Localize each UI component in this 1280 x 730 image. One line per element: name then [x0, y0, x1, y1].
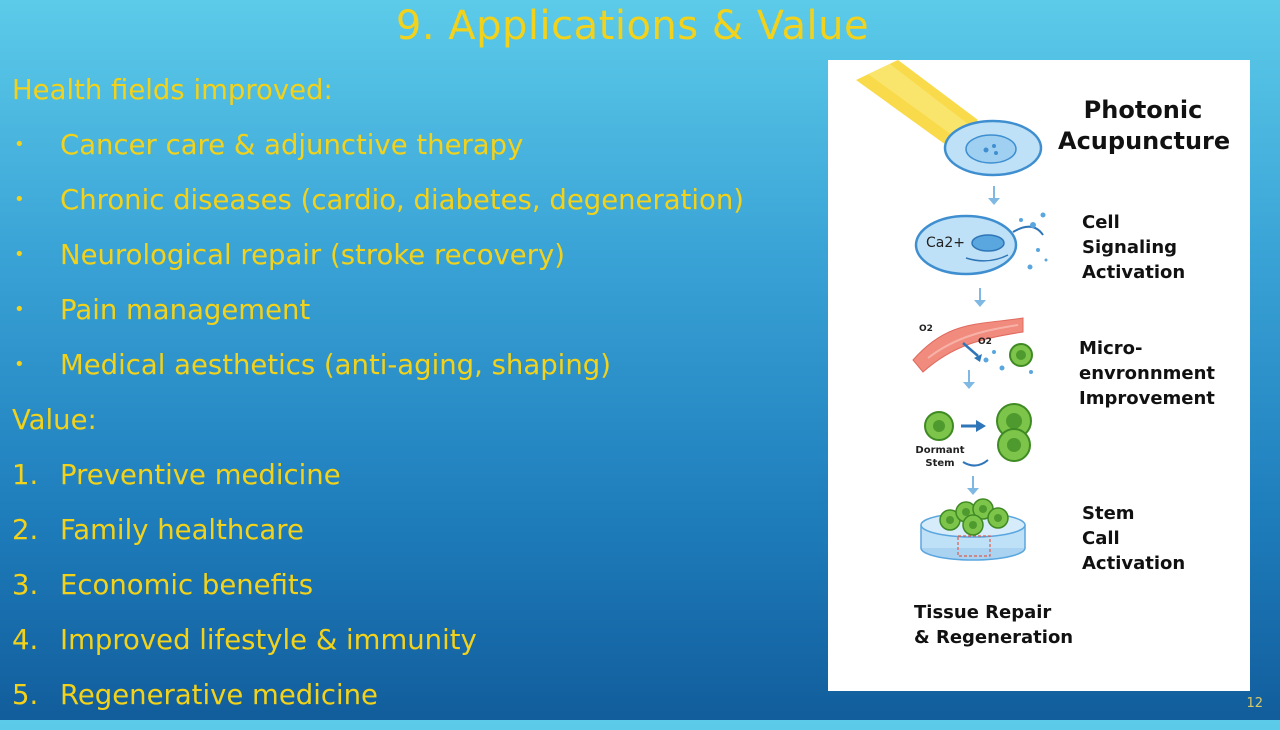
blood-vessel-icon	[912, 317, 1024, 373]
arrow-down-icon	[988, 198, 1000, 205]
value-item: 4. Improved lifestyle & immunity	[12, 620, 827, 675]
bullet-marker: •	[14, 354, 25, 375]
bullet-marker: •	[14, 189, 25, 210]
value-item: 3. Economic benefits	[12, 565, 827, 620]
bullet-marker: •	[14, 134, 25, 155]
health-item: • Medical aesthetics (anti-aging, shapin…	[12, 345, 827, 400]
arrow-down-icon	[974, 300, 986, 307]
bullet-marker: •	[14, 299, 25, 320]
health-item: • Pain management	[12, 290, 827, 345]
slide-content: Health fields improved: • Cancer care & …	[12, 70, 827, 730]
slide-title: 9. Applications & Value	[395, 3, 870, 49]
page-number: 12	[1246, 696, 1263, 711]
step-tissue-repair-label: Tissue Repair & Regeneration	[914, 602, 1074, 648]
value-item-text: Regenerative medicine	[60, 679, 378, 711]
health-item-text: Medical aesthetics (anti-aging, shaping)	[60, 349, 611, 381]
value-item: 5. Regenerative medicine	[12, 675, 827, 730]
figure-illustration	[856, 60, 1048, 561]
step-stem-cell-label: Stem Call Activation	[1082, 503, 1186, 574]
health-item: • Neurological repair (stroke recovery)	[12, 235, 827, 290]
value-item-text: Preventive medicine	[60, 459, 341, 491]
health-item-text: Pain management	[60, 294, 311, 326]
signaling-cell-icon	[914, 214, 1018, 276]
health-item-text: Chronic diseases (cardio, diabetes, dege…	[60, 184, 745, 216]
calcium-label: Ca2+	[926, 235, 965, 251]
arrow-right-icon	[976, 420, 986, 432]
value-heading: Value:	[12, 404, 97, 436]
health-item: • Chronic diseases (cardio, diabetes, de…	[12, 180, 827, 235]
dormant-stem-label: Dormant Stem	[915, 445, 965, 469]
number-marker: 5.	[12, 679, 39, 711]
number-marker: 1.	[12, 459, 39, 491]
step-cell-signaling-label: Cell Signaling Activation	[1082, 212, 1186, 283]
bullet-marker: •	[14, 244, 25, 265]
oxygen-label-b: O2	[978, 337, 992, 347]
figure-main-label: Photonic Acupuncture	[1058, 96, 1231, 155]
oxygen-label-a: O2	[919, 324, 933, 334]
arrow-down-icon	[967, 488, 979, 495]
step-microenvironment-label: Micro- envronnment Improvement	[1079, 338, 1216, 409]
health-item-text: Neurological repair (stroke recovery)	[60, 239, 566, 271]
number-marker: 4.	[12, 624, 39, 656]
value-item: 1. Preventive medicine	[12, 455, 827, 510]
value-item: 2. Family healthcare	[12, 510, 827, 565]
arrow-down-icon	[963, 382, 975, 389]
photonic-acupuncture-figure: Photonic Acupuncture Cell Signaling Acti…	[828, 60, 1250, 691]
health-heading: Health fields improved:	[12, 74, 333, 106]
value-item-text: Economic benefits	[60, 569, 314, 601]
number-marker: 3.	[12, 569, 39, 601]
value-item-text: Family healthcare	[60, 514, 304, 546]
value-item-text: Improved lifestyle & immunity	[60, 624, 477, 656]
health-item: • Cancer care & adjunctive therapy	[12, 125, 827, 180]
health-item-text: Cancer care & adjunctive therapy	[60, 129, 524, 161]
number-marker: 2.	[12, 514, 39, 546]
